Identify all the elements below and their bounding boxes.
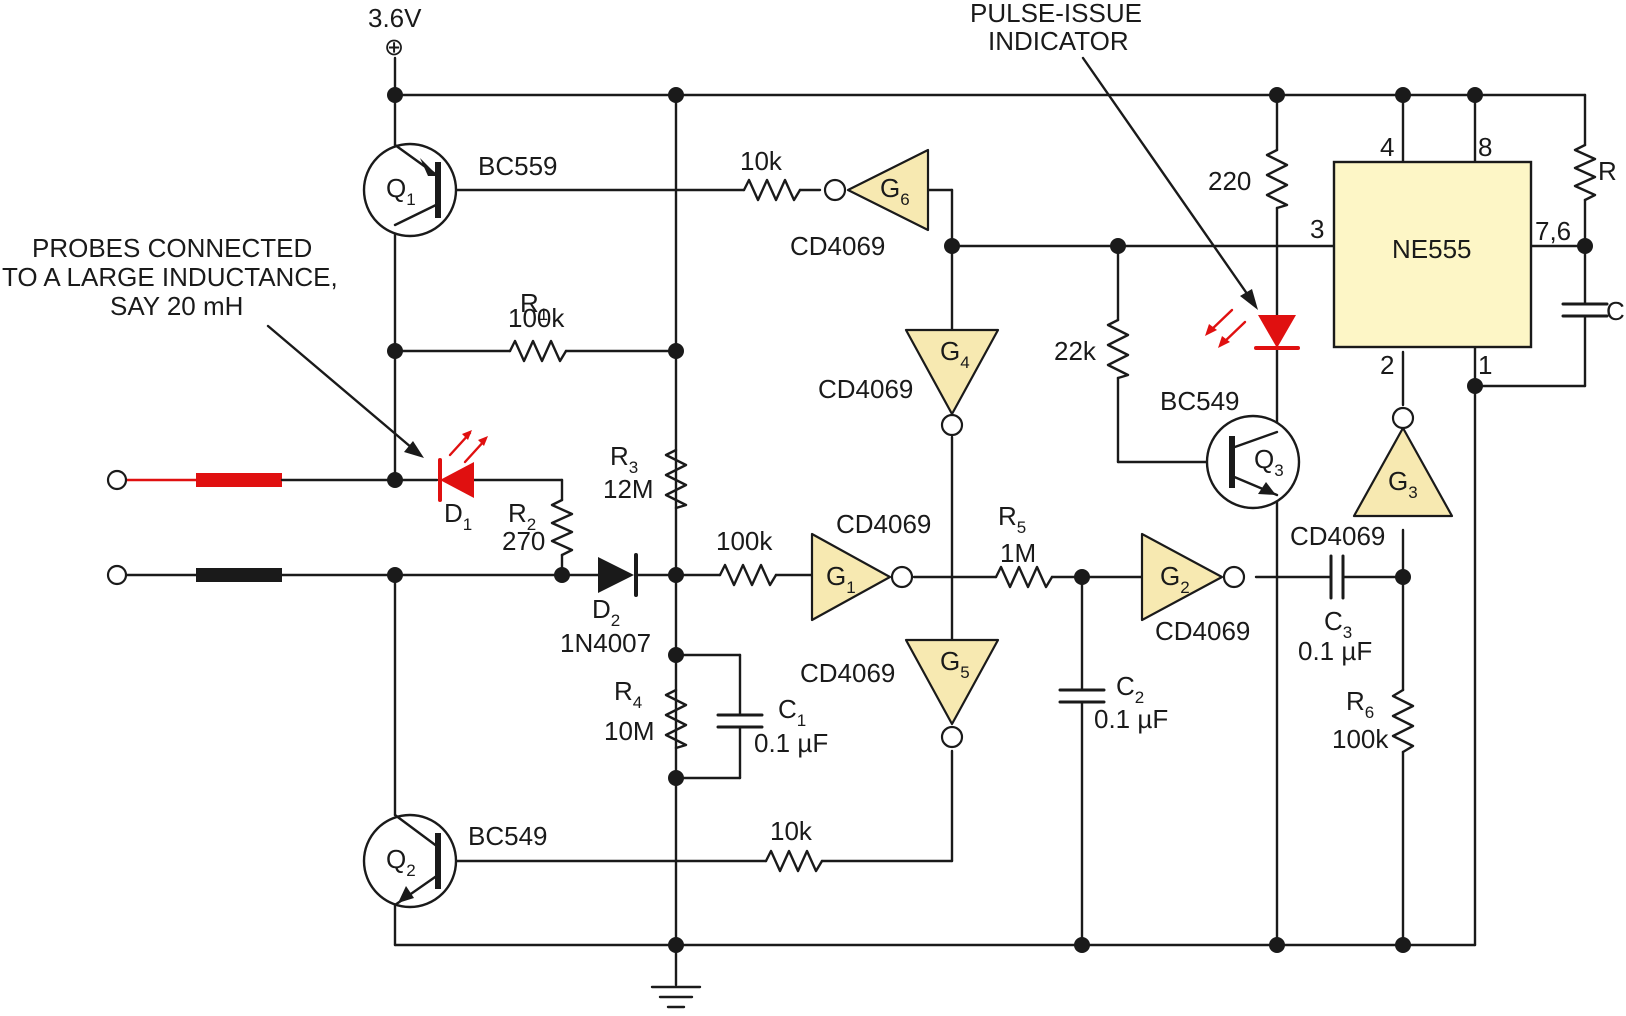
g3-label: G3 xyxy=(1388,466,1418,502)
ic-name: NE555 xyxy=(1392,234,1472,264)
probes-label-line3: SAY 20 mH xyxy=(110,291,243,321)
q2-label: Q2 xyxy=(386,844,416,880)
r2-ref: R2 xyxy=(508,498,536,534)
g1-label: G1 xyxy=(826,561,856,597)
probes-pointer-line xyxy=(266,324,414,450)
c2-ref: C2 xyxy=(1116,671,1144,707)
r5-value: 1M xyxy=(1000,538,1036,568)
diode-d2 xyxy=(598,553,638,597)
led-pulse-indicator xyxy=(1205,308,1300,350)
r-q2-value: 10k xyxy=(770,816,813,846)
transistor-q1 xyxy=(362,142,458,238)
probes-label-line1: PROBES CONNECTED xyxy=(32,233,312,263)
c3-value: 0.1 µF xyxy=(1298,636,1372,666)
r-g1-value: 100k xyxy=(716,526,773,556)
gate-g2 xyxy=(1140,532,1246,622)
gate-g5 xyxy=(904,638,1000,749)
g6-part-label: CD4069 xyxy=(790,231,885,261)
gate-g1 xyxy=(810,532,914,622)
r-g6-value: 10k xyxy=(740,146,783,176)
transistor-q2 xyxy=(362,813,458,909)
r2-value: 270 xyxy=(502,526,545,556)
r5-ref: R5 xyxy=(998,501,1026,537)
ne555-ic xyxy=(1332,160,1533,349)
ic-pin-4: 4 xyxy=(1380,132,1394,162)
r1-ref: R1 xyxy=(520,288,548,324)
pulse-pointer-arrowhead xyxy=(1240,289,1258,310)
g4-label: G4 xyxy=(940,336,970,372)
c1-ref: C1 xyxy=(778,694,806,730)
transistor-q3 xyxy=(1205,414,1301,510)
ic-pin-76: 7,6 xyxy=(1535,216,1571,246)
c1-value: 0.1 µF xyxy=(754,728,828,758)
r6-ref: R6 xyxy=(1346,686,1374,722)
g2-label: G2 xyxy=(1160,561,1190,597)
indicator-label: INDICATOR xyxy=(988,26,1129,56)
c3-ref: C3 xyxy=(1324,606,1352,642)
supply-voltage-label: 3.6V xyxy=(368,3,422,33)
r3-ref: R3 xyxy=(610,441,638,477)
r1-value: 100k xyxy=(508,303,565,333)
g1-part-label: CD4069 xyxy=(836,509,931,539)
gate-g3 xyxy=(1352,406,1454,518)
d2-ref: D2 xyxy=(592,594,620,630)
q2-type-label: BC549 xyxy=(468,821,548,851)
g4-part-label: CD4069 xyxy=(818,374,913,404)
gate-g6 xyxy=(823,148,930,232)
q1-type-label: BC559 xyxy=(478,151,558,181)
g2-part-label: CD4069 xyxy=(1155,616,1250,646)
g5-label: G5 xyxy=(940,646,970,682)
r-led-value: 220 xyxy=(1208,166,1251,196)
ic-pin-3: 3 xyxy=(1310,214,1324,244)
led-d1 xyxy=(438,430,488,502)
probes-pointer-arrowhead xyxy=(404,441,424,458)
ic-pin-1: 1 xyxy=(1478,350,1492,380)
r6-value: 100k xyxy=(1332,724,1389,754)
c-timer-label: C xyxy=(1606,296,1625,326)
r4-ref: R4 xyxy=(614,676,642,712)
pulse-pointer-line xyxy=(1081,56,1252,300)
r-q3-value: 22k xyxy=(1054,336,1097,366)
r3-value: 12M xyxy=(603,474,654,504)
ic-pin-8: 8 xyxy=(1478,132,1492,162)
g5-part-label: CD4069 xyxy=(800,658,895,688)
resistor-zigzags xyxy=(508,143,1597,873)
c2-value: 0.1 µF xyxy=(1094,704,1168,734)
q3-type-label: BC549 xyxy=(1160,386,1240,416)
r4-value: 10M xyxy=(604,716,655,746)
probe-terminal-red xyxy=(106,469,128,491)
q3-label: Q3 xyxy=(1254,444,1284,480)
g6-label: G6 xyxy=(880,173,910,209)
gate-g4 xyxy=(904,328,1000,437)
g3-part-label: CD4069 xyxy=(1290,521,1385,551)
pulse-issue-label: PULSE-ISSUE xyxy=(970,0,1142,28)
r-timer-label: R xyxy=(1598,156,1617,186)
q1-label: Q1 xyxy=(386,173,416,209)
d2-part: 1N4007 xyxy=(560,628,651,658)
d1-ref: D1 xyxy=(444,498,472,534)
supply-plus-symbol: ⊕ xyxy=(384,34,404,61)
probes-label-line2: TO A LARGE INDUCTANCE, xyxy=(2,262,338,292)
ic-pin-2: 2 xyxy=(1380,350,1394,380)
probe-terminal-black xyxy=(106,564,128,586)
capacitor-plates xyxy=(716,302,1609,729)
junction-dots xyxy=(387,87,1593,953)
